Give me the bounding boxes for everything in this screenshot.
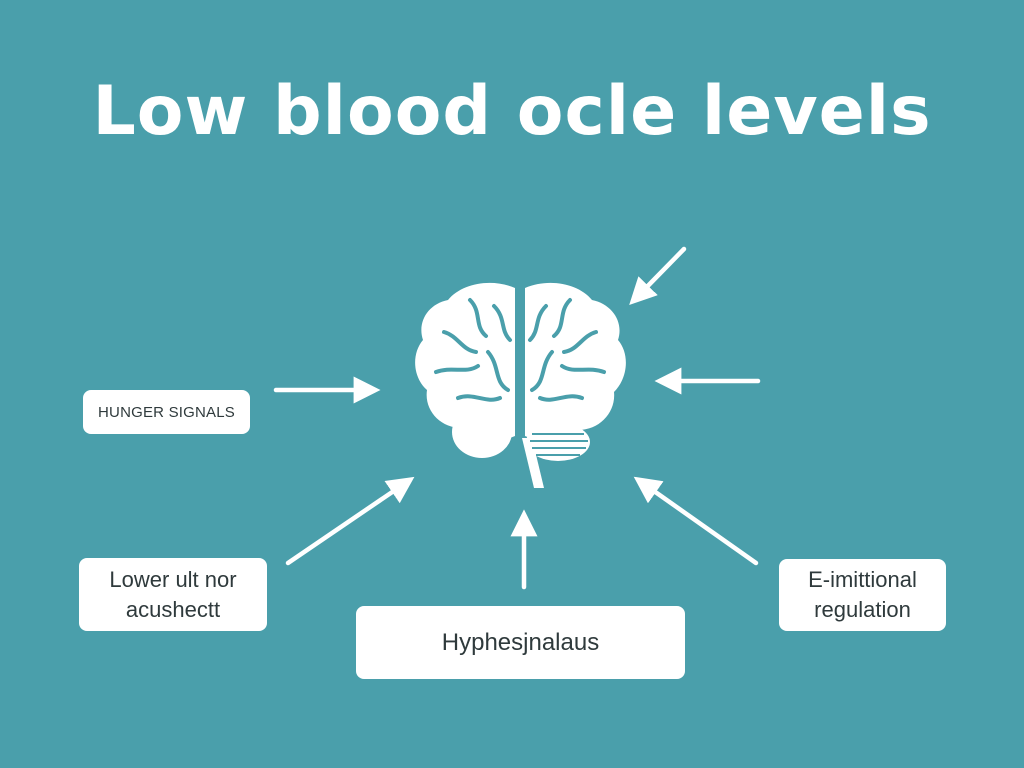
lower-left-text: Lower ult nor acushectt bbox=[109, 566, 237, 622]
right-text: E-imittional regulation bbox=[808, 567, 917, 622]
arrow-right-lower-to-brain bbox=[633, 476, 759, 566]
right-label: E-imittional regulation bbox=[779, 559, 946, 631]
brain-icon bbox=[415, 282, 626, 488]
bottom-center-text: Hyphesjnalaus bbox=[441, 628, 600, 656]
arrow-top-right-to-brain bbox=[629, 246, 687, 306]
arrow-lower-left-to-brain bbox=[285, 476, 415, 566]
bottom-center-label: Hyphesjnalaus bbox=[356, 606, 685, 679]
page-title: Low blood ocle levels bbox=[92, 72, 932, 151]
lower-left-label: Lower ult nor acushectt bbox=[79, 558, 267, 631]
hunger-signals-text: HUNGER SIGNALS bbox=[98, 403, 235, 421]
hunger-signals-label: HUNGER SIGNALS bbox=[83, 390, 250, 434]
